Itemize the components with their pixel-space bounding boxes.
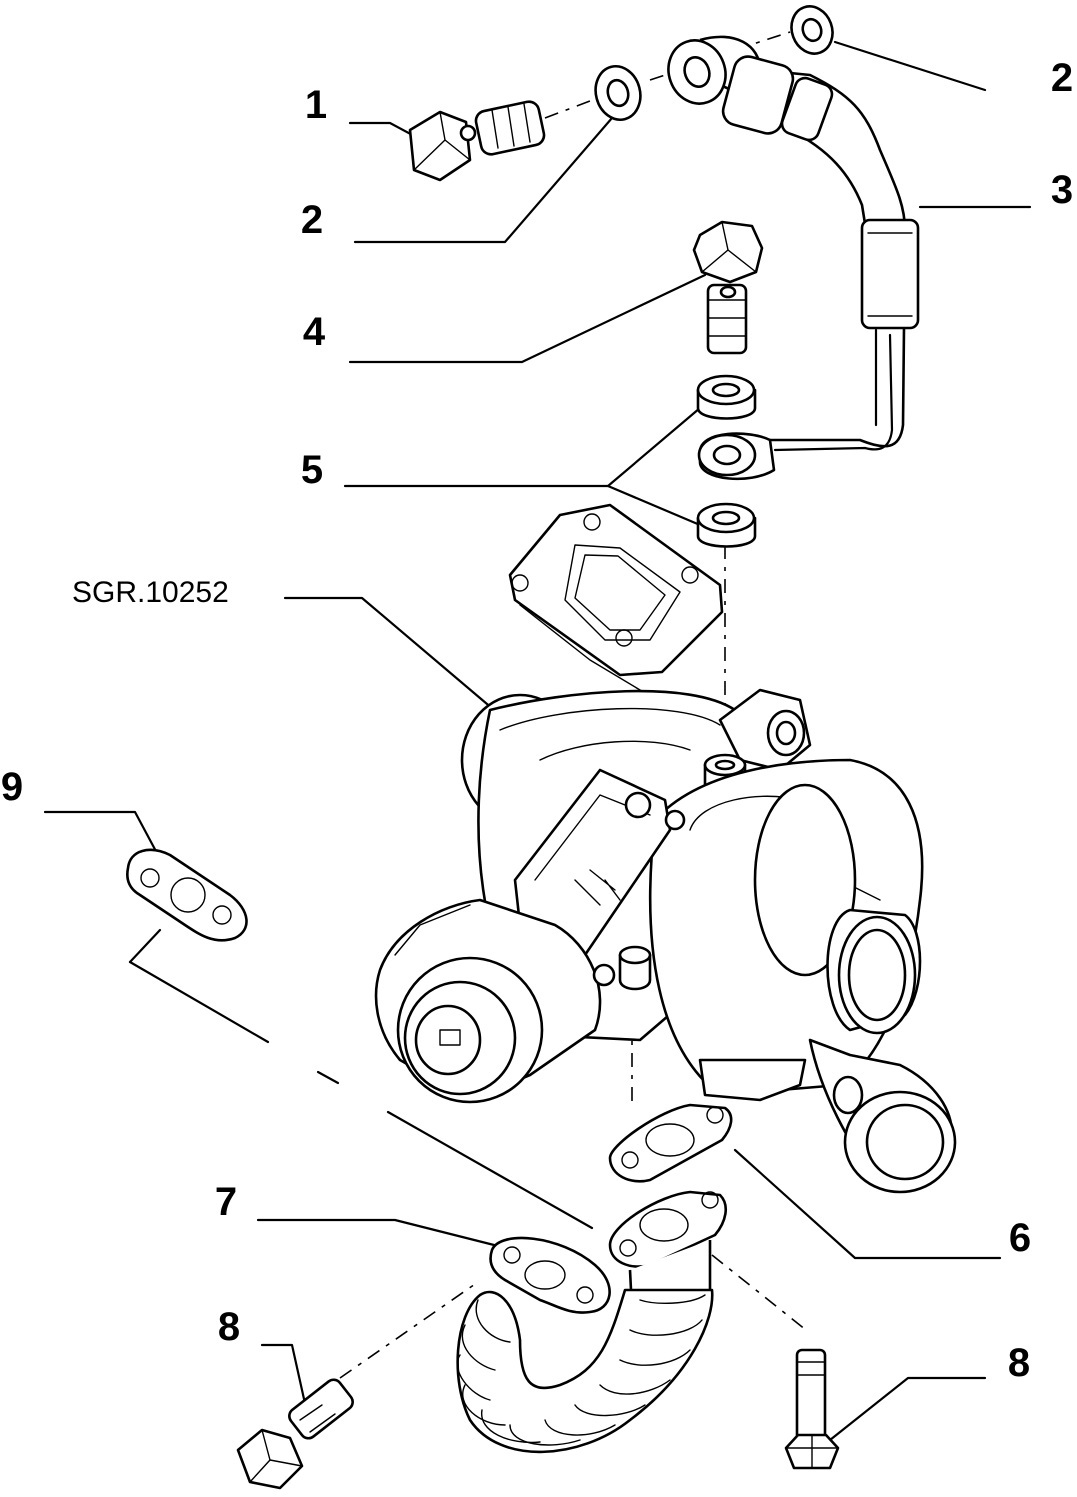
callout-5: 5 <box>301 448 323 492</box>
callout-7: 7 <box>215 1180 237 1224</box>
callout-6: 6 <box>1009 1216 1031 1260</box>
gasket-part-9 <box>126 848 248 942</box>
washer-part-5-upper <box>696 374 757 420</box>
callout-1: 1 <box>305 83 327 127</box>
oil-feed-pipe-part-3 <box>667 35 920 481</box>
callout-9: 9 <box>1 765 23 809</box>
callout-3: 3 <box>1051 168 1073 212</box>
turbocharger-assembly <box>374 503 957 1194</box>
bolt-part-8-left <box>236 1378 354 1490</box>
callout-2-left: 2 <box>301 198 323 242</box>
callout-2-right: 2 <box>1051 56 1073 100</box>
washer-part-5-lower <box>696 502 757 548</box>
leader-lines <box>43 40 1032 1442</box>
sealing-washer-part-2-left <box>594 65 642 121</box>
callout-4: 4 <box>303 310 326 354</box>
sealing-washer-part-2-right <box>790 5 834 55</box>
hollow-bolt-part-4 <box>692 220 764 355</box>
oil-return-pipe-part-7 <box>456 1190 728 1454</box>
drawing-reference: SGR.10252 <box>72 576 229 609</box>
callout-8-left: 8 <box>218 1305 240 1349</box>
callout-8-right: 8 <box>1008 1341 1030 1385</box>
bolt-part-8-right <box>784 1348 840 1470</box>
gasket-part-6 <box>608 1103 733 1183</box>
banjo-bolt-part-1 <box>408 100 546 182</box>
